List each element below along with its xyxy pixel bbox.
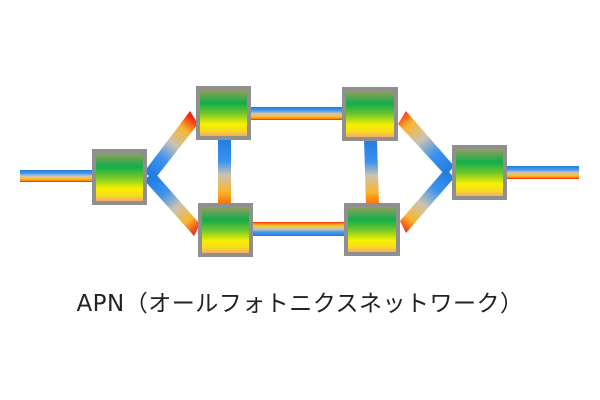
input-fiber xyxy=(20,170,94,182)
node-5 xyxy=(344,203,400,256)
link-n3-n5 xyxy=(251,222,346,236)
link-n4-n6 xyxy=(398,111,454,176)
link-n2-n4 xyxy=(249,107,344,120)
link-n2-n3 xyxy=(218,138,231,205)
node-4 xyxy=(342,87,398,141)
link-n1-n2 xyxy=(144,111,198,180)
output-fiber xyxy=(505,166,579,179)
link-n5-n6 xyxy=(400,168,454,233)
node-2 xyxy=(196,86,251,140)
node-1 xyxy=(92,149,147,205)
link-n1-n3 xyxy=(144,172,200,236)
node-6 xyxy=(452,145,507,200)
diagram-caption: APN（オールフォトニクスネットワーク） xyxy=(76,291,524,317)
link-n4-n5 xyxy=(364,139,379,205)
node-3 xyxy=(198,203,253,257)
